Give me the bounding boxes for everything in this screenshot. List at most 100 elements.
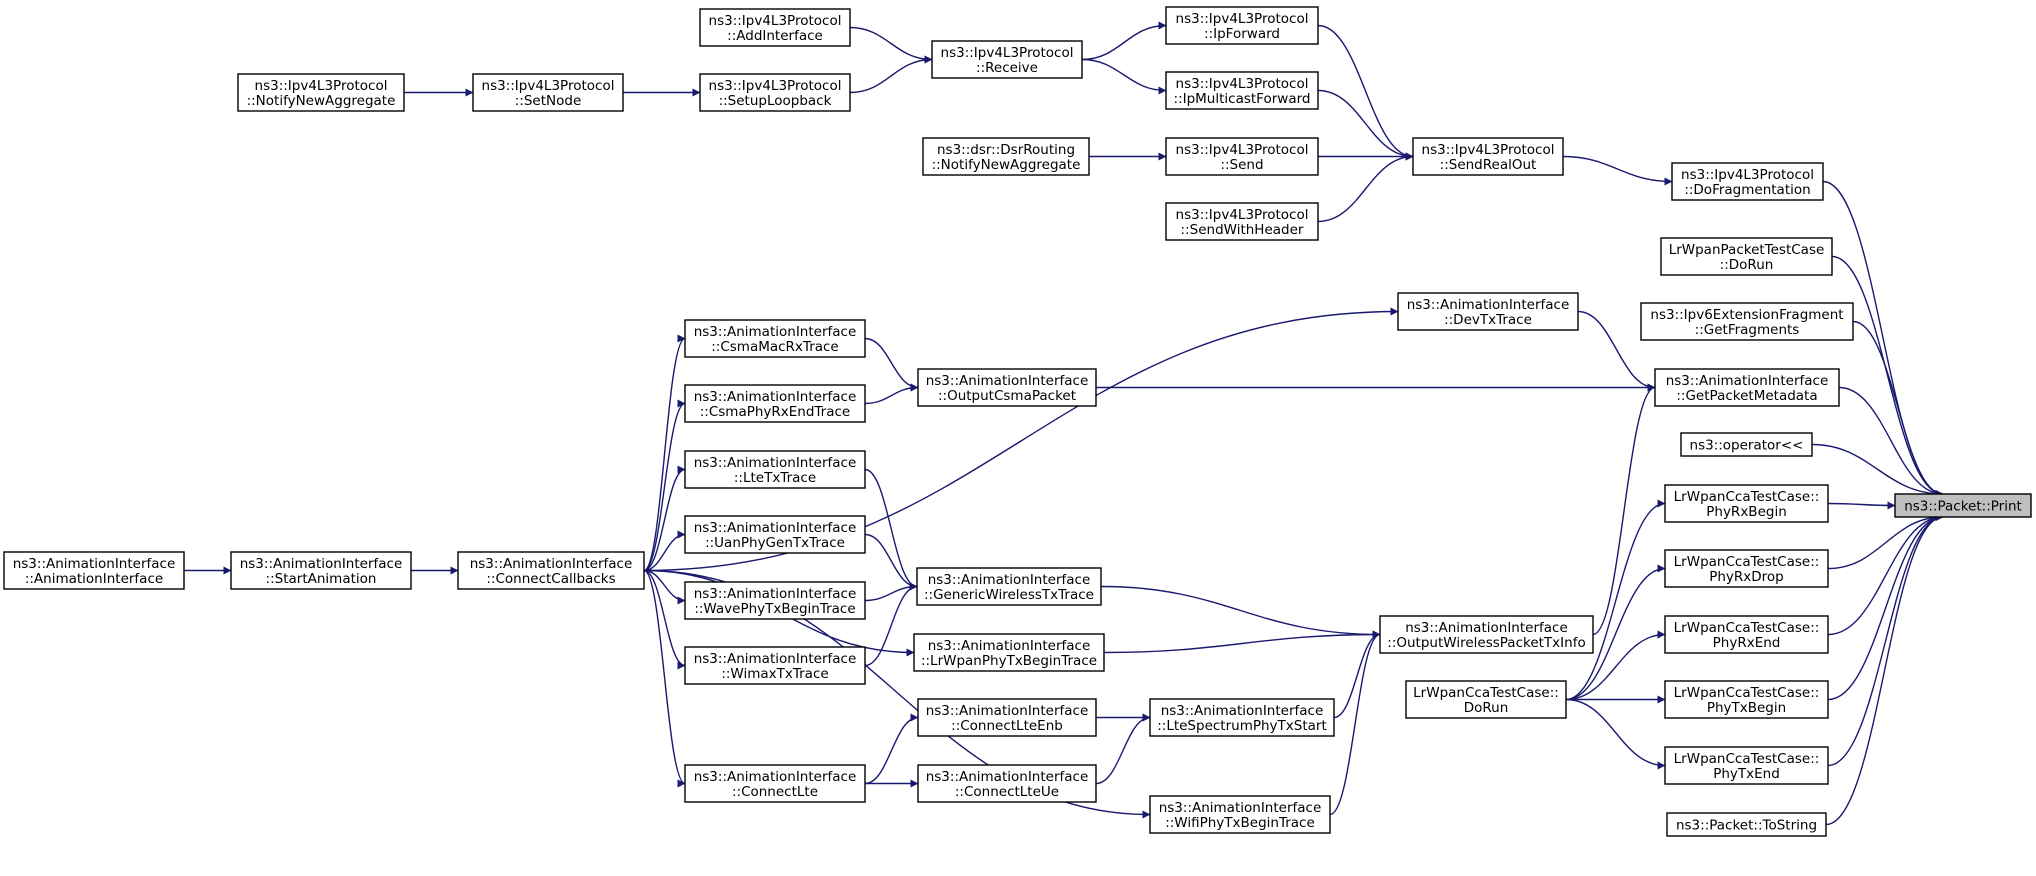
- node-csmaPhyRxEnd[interactable]: ns3::AnimationInterface::CsmaPhyRxEndTra…: [684, 384, 866, 423]
- node-label-line: ::UanPhyGenTxTrace: [705, 535, 845, 551]
- node-connLteEnb[interactable]: ns3::AnimationInterface::ConnectLteEnb: [917, 698, 1097, 737]
- node-label-line: ::Receive: [976, 60, 1038, 76]
- node-connLte[interactable]: ns3::AnimationInterface::ConnectLte: [684, 764, 866, 803]
- node-ipMcast[interactable]: ns3::Ipv4L3Protocol::IpMulticastForward: [1165, 71, 1319, 110]
- edge-toString-to-print: [1825, 513, 1944, 826]
- node-box: [699, 73, 851, 112]
- node-label-line: ::WimaxTxTrace: [721, 666, 828, 682]
- node-addInterface[interactable]: ns3::Ipv4L3Protocol::AddInterface: [699, 8, 851, 47]
- edge-csmaPhyRxEnd-to-outCsma: [864, 383, 919, 405]
- node-box: [1149, 698, 1335, 737]
- node-label-line: LrWpanCcaTestCase::: [1674, 685, 1820, 701]
- node-getFragments[interactable]: ns3::Ipv6ExtensionFragment::GetFragments: [1640, 302, 1854, 341]
- edge-wavePhy-to-genWireless: [864, 582, 918, 602]
- node-label-line: PhyRxDrop: [1709, 569, 1784, 585]
- node-label-line: ns3::AnimationInterface: [1405, 620, 1568, 636]
- node-outCsma[interactable]: ns3::AnimationInterface::OutputCsmaPacke…: [917, 368, 1097, 407]
- node-lrPhyTx[interactable]: ns3::AnimationInterface::LrWpanPhyTxBegi…: [913, 633, 1105, 672]
- node-connLteUe[interactable]: ns3::AnimationInterface::ConnectLteUe: [917, 764, 1097, 803]
- node-label-line: DoRun: [1464, 700, 1509, 716]
- node-startAnim[interactable]: ns3::AnimationInterface::StartAnimation: [230, 551, 412, 590]
- node-label-line: ::StartAnimation: [266, 571, 377, 587]
- node-box: [237, 73, 405, 112]
- node-notifyNewAgg[interactable]: ns3::Ipv4L3Protocol::NotifyNewAggregate: [237, 73, 405, 112]
- node-doFrag[interactable]: ns3::Ipv4L3Protocol::DoFragmentation: [1671, 162, 1824, 201]
- node-label-line: LrWpanCcaTestCase::: [1674, 620, 1820, 636]
- edge-phyRxEnd-to-print: [1827, 513, 1944, 636]
- node-phyRxBegin[interactable]: LrWpanCcaTestCase::PhyRxBegin: [1664, 484, 1829, 523]
- node-phyRxEnd[interactable]: LrWpanCcaTestCase::PhyRxEnd: [1664, 615, 1829, 654]
- node-toString[interactable]: ns3::Packet::ToString: [1666, 812, 1827, 837]
- node-label-line: ::NotifyNewAggregate: [932, 157, 1081, 173]
- node-label-line: ::SendRealOut: [1440, 157, 1537, 173]
- node-ccaDoRun[interactable]: LrWpanCcaTestCase::DoRun: [1405, 680, 1567, 719]
- node-sendWithHeader[interactable]: ns3::Ipv4L3Protocol::SendWithHeader: [1165, 202, 1319, 241]
- node-box: [917, 764, 1097, 803]
- node-label-line: ::DoRun: [1720, 257, 1774, 273]
- edges-layer: [183, 21, 1944, 826]
- node-ipForward[interactable]: ns3::Ipv4L3Protocol::IpForward: [1165, 6, 1319, 45]
- node-setupLoopback[interactable]: ns3::Ipv4L3Protocol::SetupLoopback: [699, 73, 851, 112]
- node-label-line: ::ConnectCallbacks: [486, 571, 615, 587]
- node-label-line: ns3::Ipv4L3Protocol: [941, 45, 1074, 61]
- node-label-line: ns3::AnimationInterface: [926, 769, 1089, 785]
- edge-sendRealOut-to-doFrag: [1562, 155, 1673, 186]
- node-label-line: PhyRxEnd: [1713, 635, 1781, 651]
- node-connCb[interactable]: ns3::AnimationInterface::ConnectCallback…: [457, 551, 645, 590]
- node-label-line: ns3::AnimationInterface: [928, 572, 1091, 588]
- node-box: [913, 633, 1105, 672]
- node-lteSpec[interactable]: ns3::AnimationInterface::LteSpectrumPhyT…: [1149, 698, 1335, 737]
- node-label-line: ::WavePhyTxBeginTrace: [694, 601, 855, 617]
- edge-connCb-to-lteTx: [643, 465, 686, 572]
- edge-connCb-to-connLte: [643, 569, 686, 788]
- node-animIface[interactable]: ns3::AnimationInterface::AnimationInterf…: [3, 551, 185, 590]
- node-label-line: ns3::Ipv4L3Protocol: [255, 78, 388, 94]
- node-box: [1664, 484, 1829, 523]
- node-box: [1664, 549, 1829, 588]
- node-uanPhy[interactable]: ns3::AnimationInterface::UanPhyGenTxTrac…: [684, 515, 866, 554]
- node-print[interactable]: ns3::Packet::Print: [1894, 493, 2032, 518]
- node-wavePhy[interactable]: ns3::AnimationInterface::WavePhyTxBeginT…: [684, 581, 866, 620]
- node-box: [1664, 615, 1829, 654]
- node-label-line: ::LteSpectrumPhyTxStart: [1157, 718, 1327, 734]
- node-dsrNotify[interactable]: ns3::dsr::DsrRouting::NotifyNewAggregate: [922, 137, 1090, 176]
- node-phyRxDrop[interactable]: LrWpanCcaTestCase::PhyRxDrop: [1664, 549, 1829, 588]
- node-label-line: LrWpanCcaTestCase::: [1674, 489, 1820, 505]
- node-label-line: ::IpForward: [1204, 26, 1280, 42]
- edge-ipForward-to-sendRealOut: [1317, 24, 1414, 161]
- node-label-line: ::ConnectLteEnb: [951, 718, 1063, 734]
- node-label-line: ns3::AnimationInterface: [694, 769, 857, 785]
- node-box: [1671, 162, 1824, 201]
- node-lrPktDoRun[interactable]: LrWpanPacketTestCase::DoRun: [1660, 237, 1833, 276]
- node-genWireless[interactable]: ns3::AnimationInterface::GenericWireless…: [916, 567, 1102, 606]
- node-sendRealOut[interactable]: ns3::Ipv4L3Protocol::SendRealOut: [1412, 137, 1564, 176]
- edge-sendWithHeader-to-sendRealOut: [1317, 152, 1414, 223]
- node-label-line: ns3::AnimationInterface: [926, 703, 1089, 719]
- node-box: [931, 40, 1083, 79]
- node-getPktMeta[interactable]: ns3::AnimationInterface::GetPacketMetada…: [1654, 368, 1840, 407]
- edge-phyTxEnd-to-print: [1827, 513, 1944, 767]
- node-phyTxEnd[interactable]: LrWpanCcaTestCase::PhyTxEnd: [1664, 746, 1829, 785]
- node-devTxTrace[interactable]: ns3::AnimationInterface::DevTxTrace: [1397, 292, 1579, 331]
- node-label-line: ns3::Ipv4L3Protocol: [1422, 142, 1555, 158]
- node-label-line: ns3::dsr::DsrRouting: [937, 142, 1075, 158]
- node-wimax[interactable]: ns3::AnimationInterface::WimaxTxTrace: [684, 646, 866, 685]
- node-wifiPhyTx[interactable]: ns3::AnimationInterface::WifiPhyTxBeginT…: [1149, 795, 1331, 834]
- node-receive[interactable]: ns3::Ipv4L3Protocol::Receive: [931, 40, 1083, 79]
- node-phyTxBegin[interactable]: LrWpanCcaTestCase::PhyTxBegin: [1664, 680, 1829, 719]
- node-label-line: ::DoFragmentation: [1684, 182, 1810, 198]
- node-label-line: ns3::Packet::Print: [1904, 499, 2022, 515]
- node-send[interactable]: ns3::Ipv4L3Protocol::Send: [1165, 137, 1319, 176]
- node-label-line: ns3::AnimationInterface: [694, 389, 857, 405]
- node-lteTx[interactable]: ns3::AnimationInterface::LteTxTrace: [684, 450, 866, 489]
- node-label-line: ::SendWithHeader: [1181, 222, 1304, 238]
- node-label-line: ::ConnectLte: [732, 784, 818, 800]
- node-box: [1640, 302, 1854, 341]
- node-outWireless[interactable]: ns3::AnimationInterface::OutputWirelessP…: [1379, 615, 1594, 654]
- node-opLt[interactable]: ns3::operator<<: [1680, 432, 1813, 457]
- node-setNode[interactable]: ns3::Ipv4L3Protocol::SetNode: [472, 73, 624, 112]
- node-box: [684, 450, 866, 489]
- node-csmaMacRx[interactable]: ns3::AnimationInterface::CsmaMacRxTrace: [684, 319, 866, 358]
- edge-genWireless-to-outWireless: [1100, 585, 1381, 639]
- edge-ccaDoRun-to-phyRxDrop: [1565, 564, 1666, 701]
